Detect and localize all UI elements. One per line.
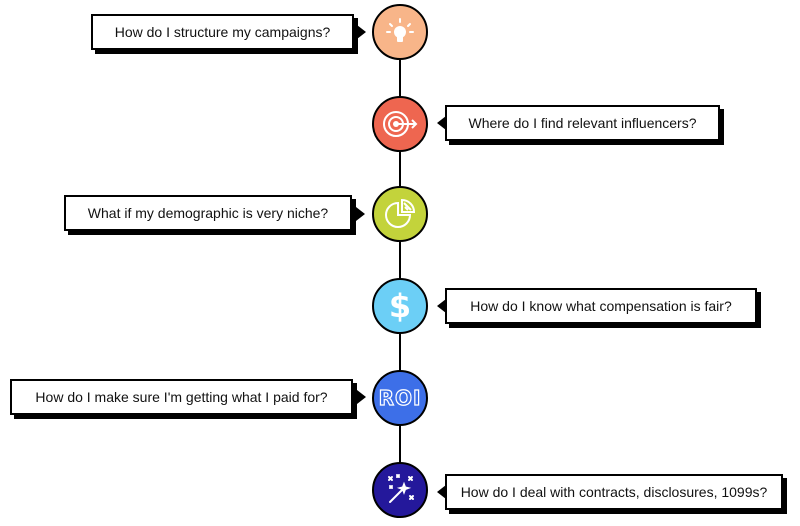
step-4-node: $ bbox=[372, 278, 428, 334]
step-6-node bbox=[372, 462, 428, 518]
question-1-bubble: How do I structure my campaigns? bbox=[91, 14, 354, 50]
question-4-text: How do I know what compensation is fair? bbox=[470, 298, 732, 314]
question-2-pointer bbox=[437, 116, 446, 130]
step-1-node bbox=[372, 4, 428, 60]
lightbulb-icon bbox=[386, 18, 414, 42]
question-5-bubble: How do I make sure I'm getting what I pa… bbox=[10, 379, 353, 415]
step-3-node bbox=[372, 186, 428, 242]
question-4-bubble: How do I know what compensation is fair? bbox=[445, 288, 757, 324]
question-3-bubble: What if my demographic is very niche? bbox=[64, 195, 352, 231]
question-3-pointer bbox=[356, 207, 365, 221]
question-6-pointer bbox=[437, 485, 446, 499]
dollar-icon: $ bbox=[388, 287, 412, 325]
magic-wand-icon bbox=[388, 474, 414, 503]
target-icon bbox=[383, 111, 418, 137]
step-5-node: ROI bbox=[372, 370, 428, 426]
question-5-pointer bbox=[357, 390, 366, 404]
question-2-bubble: Where do I find relevant influencers? bbox=[445, 105, 720, 141]
question-6-text: How do I deal with contracts, disclosure… bbox=[460, 484, 768, 500]
step-2-node bbox=[372, 96, 428, 152]
question-5-text: How do I make sure I'm getting what I pa… bbox=[35, 389, 328, 405]
roi-icon: ROI bbox=[378, 385, 422, 410]
question-6-bubble: How do I deal with contracts, disclosure… bbox=[445, 474, 783, 510]
pie-chart-icon bbox=[385, 198, 416, 228]
question-3-text: What if my demographic is very niche? bbox=[87, 205, 329, 221]
question-4-pointer bbox=[437, 299, 446, 313]
question-1-pointer bbox=[357, 25, 366, 39]
timeline-spine bbox=[399, 30, 401, 490]
question-1-text: How do I structure my campaigns? bbox=[114, 24, 331, 40]
question-2-text: Where do I find relevant influencers? bbox=[468, 115, 697, 131]
